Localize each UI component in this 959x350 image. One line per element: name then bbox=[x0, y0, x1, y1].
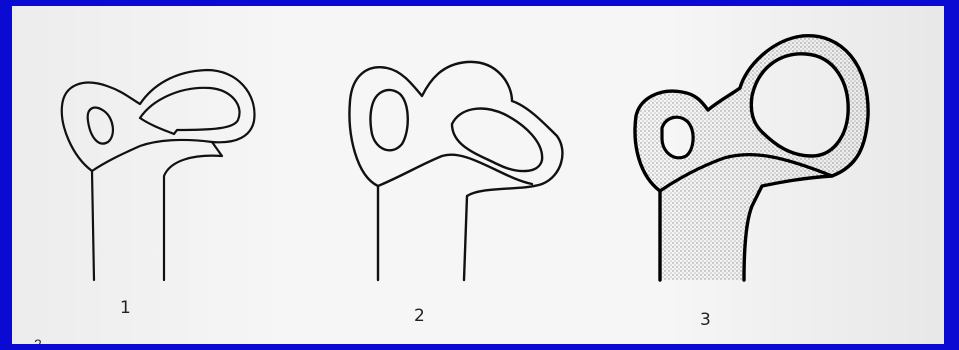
stage-2-right-loop bbox=[452, 109, 542, 172]
page-corner-fragment: 2 bbox=[34, 336, 42, 344]
stage-2-left-loop bbox=[371, 90, 408, 150]
scanned-figure: 1 2 3 2 bbox=[12, 6, 944, 344]
stage-1-drawing bbox=[62, 70, 255, 280]
stage-3-drawing bbox=[635, 36, 868, 280]
stage-1-left-loop bbox=[88, 108, 113, 144]
stage-2-drawing bbox=[349, 62, 562, 280]
stage-1-right-loop bbox=[140, 88, 240, 134]
stage-label-1: 1 bbox=[120, 298, 131, 318]
stage-3-left-loop bbox=[662, 117, 693, 158]
stage-2-connector bbox=[378, 155, 532, 186]
ear-development-diagram bbox=[12, 6, 944, 344]
stage-1-connector bbox=[92, 140, 212, 171]
stage-label-3: 3 bbox=[700, 310, 711, 330]
stage-label-2: 2 bbox=[414, 306, 425, 326]
